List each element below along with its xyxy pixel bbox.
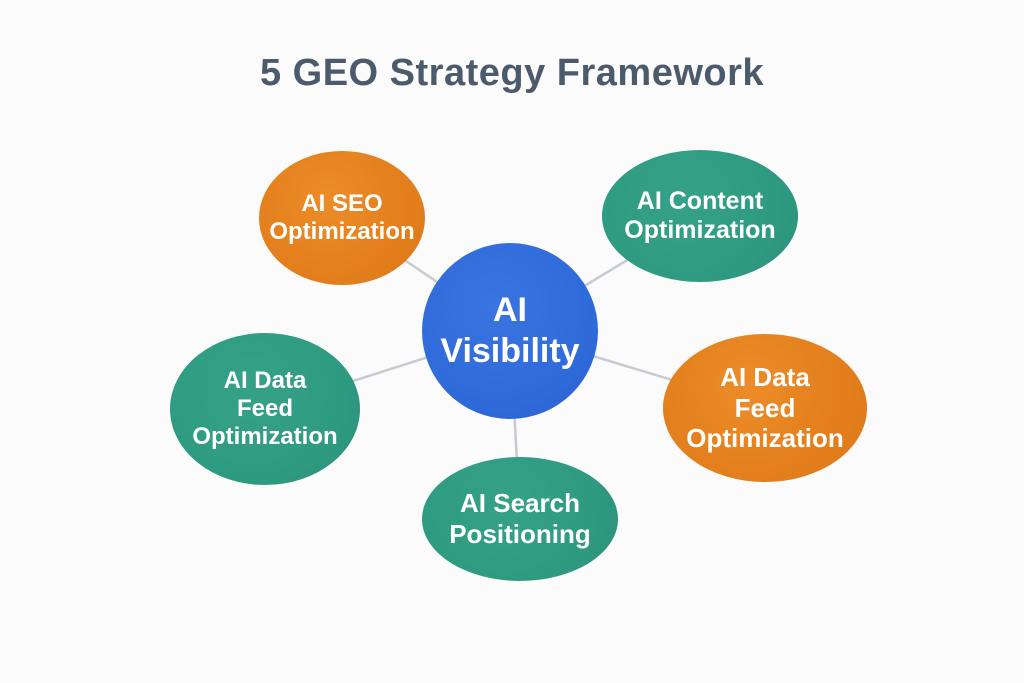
- node-label: AI Content Optimization: [624, 186, 776, 245]
- hub-node-label: AI Visibility: [440, 290, 580, 370]
- node-ai-data-feed-optimization-left: AI Data Feed Optimization: [170, 333, 360, 485]
- node-label: AI SEO Optimization: [269, 189, 415, 245]
- node-ai-data-feed-optimization-right: AI Data Feed Optimization: [663, 334, 867, 482]
- node-label: AI Data Feed Optimization: [686, 361, 844, 454]
- node-label: AI Data Feed Optimization: [192, 366, 338, 451]
- node-label: AI Search Positioning: [449, 488, 591, 549]
- hub-node-ai-visibility: AI Visibility: [422, 243, 598, 419]
- node-ai-content-optimization: AI Content Optimization: [602, 150, 798, 282]
- diagram-title: 5 GEO Strategy Framework: [259, 52, 765, 94]
- node-ai-seo-optimization: AI SEO Optimization: [259, 151, 425, 285]
- node-ai-search-positioning: AI Search Positioning: [422, 457, 618, 581]
